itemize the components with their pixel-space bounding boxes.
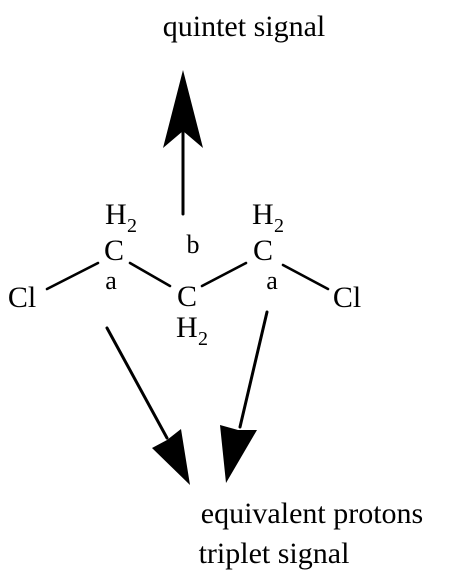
h2-left-subscript: 2 bbox=[127, 215, 137, 237]
triplet-arrow-right bbox=[220, 310, 269, 483]
bond-c2-c3 bbox=[200, 261, 248, 288]
label-a-right: a bbox=[266, 266, 278, 295]
h2-right-h: H bbox=[252, 198, 274, 231]
ch2-a-right: H 2 C a bbox=[252, 198, 284, 295]
h2-center-subscript: 2 bbox=[198, 328, 208, 350]
quintet-signal-caption: quintet signal bbox=[163, 10, 325, 43]
bond-c1-c2 bbox=[128, 261, 172, 288]
h2-center-h: H bbox=[176, 311, 198, 344]
bond-cl-c1 bbox=[45, 261, 100, 291]
triplet-arrow-left bbox=[105, 326, 190, 485]
carbon-a-left: C bbox=[104, 234, 124, 267]
h2-left-h: H bbox=[105, 198, 127, 231]
carbon-a-right: C bbox=[253, 234, 273, 267]
chlorine-left: Cl bbox=[8, 281, 36, 314]
h2-right-subscript: 2 bbox=[274, 215, 284, 237]
label-a-left: a bbox=[105, 266, 117, 295]
quintet-arrow bbox=[163, 70, 203, 216]
ch2-a-left: H 2 C a bbox=[104, 198, 137, 295]
ch2-b-center: C H 2 bbox=[176, 280, 208, 350]
bond-c3-cl bbox=[281, 263, 330, 291]
bonds bbox=[45, 261, 330, 291]
carbon-b: C bbox=[177, 280, 197, 313]
equivalent-protons-caption: equivalent protons bbox=[201, 497, 423, 530]
chlorine-right: Cl bbox=[333, 281, 361, 314]
label-b: b bbox=[187, 230, 200, 259]
triplet-signal-caption: triplet signal bbox=[199, 537, 350, 570]
